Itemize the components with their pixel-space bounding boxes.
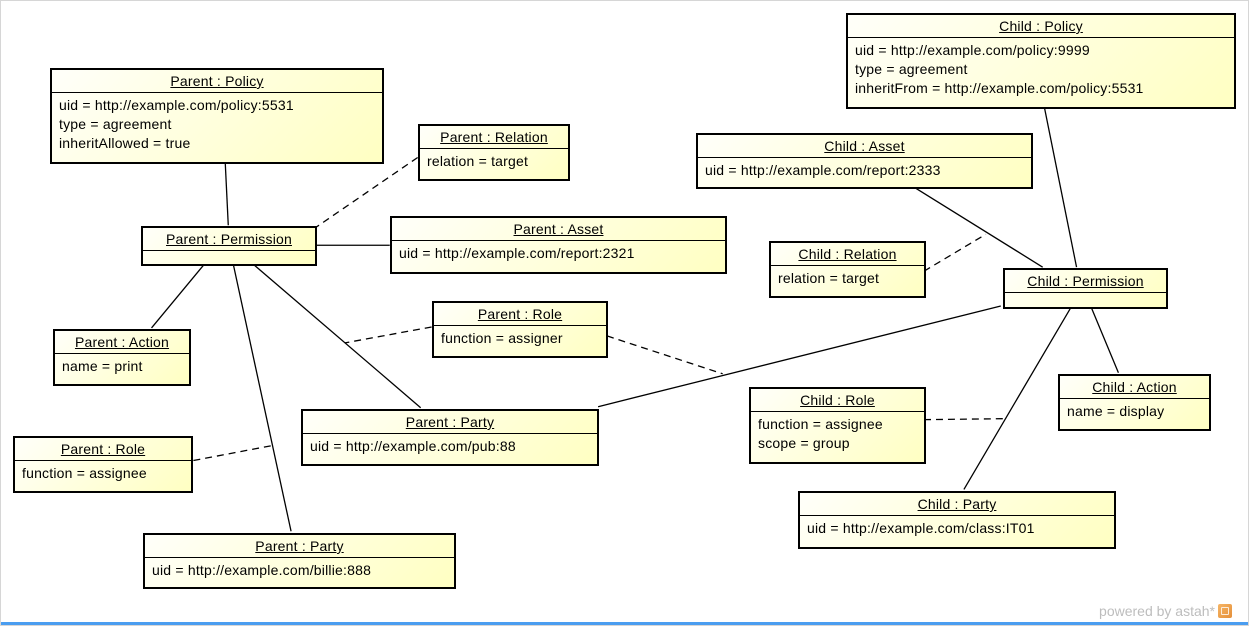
object-attributes: function = assignee scope = group [751,412,924,462]
attribute-value: function = assignee [22,465,147,481]
object-node-child-permission: Child : Permission [1003,268,1168,309]
attribute-value: scope = group [758,435,850,451]
attribute-value: relation = target [778,270,880,286]
edge-child-policy-to-child-permission [1044,108,1078,268]
object-attributes [143,251,315,264]
link-parent-role-assignee-to-billie-edge [193,444,273,462]
object-node-parent-party-pub: Parent : Party uid = http://example.com/p… [301,409,599,466]
object-title: Child : Asset [698,135,1031,158]
attribute-value: inheritAllowed = true [59,135,191,151]
object-attributes: uid = http://example.com/policy:5531 type… [52,93,382,162]
attribute-value: uid = http://example.com/pub:88 [310,438,516,454]
object-attributes: relation = target [420,149,568,179]
watermark-text: powered by astah* [1099,603,1215,619]
attribute-value: type = agreement [59,116,172,132]
edge-parent-party-pub-to-child-permission [597,305,1001,408]
object-node-parent-role-assigner: Parent : Role function = assigner [432,301,608,358]
object-node-child-asset: Child : Asset uid = http://example.com/re… [696,133,1033,189]
object-title: Child : Party [800,493,1114,516]
edge-parent-permission-to-parent-party-pub [252,263,422,409]
attribute-value: name = display [1067,403,1165,419]
attribute-value: uid = http://example.com/class:IT01 [807,520,1035,536]
attribute-value: type = agreement [855,61,968,77]
object-title: Parent : Party [303,411,597,434]
attribute-value: uid = http://example.com/report:2321 [399,245,635,261]
object-node-child-relation: Child : Relation relation = target [769,241,926,298]
object-node-parent-asset: Parent : Asset uid = http://example.com/r… [390,216,727,274]
link-child-relation-to-child-asset-edge [923,233,987,272]
link-parent-role-assigner-to-parent-party-edge [344,326,432,344]
edge-parent-permission-to-parent-action [151,263,205,329]
attribute-value: relation = target [427,153,529,169]
object-node-parent-action: Parent : Action name = print [53,329,191,386]
attribute-value: function = assignee [758,416,883,432]
edge-parent-policy-to-parent-permission [224,163,229,226]
object-attributes: relation = target [771,266,924,296]
object-title: Parent : Role [434,303,606,326]
attribute-value: uid = http://example.com/billie:888 [152,562,372,578]
object-title: Parent : Policy [52,70,382,93]
link-child-role-to-child-party-edge [924,418,1006,421]
object-title: Parent : Party [145,535,454,558]
object-attributes: uid = http://example.com/billie:888 [145,558,454,587]
object-node-parent-permission: Parent : Permission [141,226,317,266]
object-title: Parent : Role [15,438,191,461]
attribute-value: uid = http://example.com/policy:9999 [855,42,1090,58]
object-attributes: uid = http://example.com/pub:88 [303,434,597,464]
object-node-parent-party-billie: Parent : Party uid = http://example.com/b… [143,533,456,589]
link-parent-relation-to-parent-permission [315,156,419,228]
object-attributes: name = display [1060,399,1209,429]
astah-logo-icon [1218,604,1232,618]
watermark: powered by astah* [1099,603,1232,619]
object-attributes: name = print [55,354,189,384]
object-attributes: function = assigner [434,326,606,356]
object-title: Child : Policy [848,15,1234,38]
object-title: Child : Relation [771,243,924,266]
object-attributes: uid = http://example.com/report:2333 [698,158,1031,187]
object-attributes: uid = http://example.com/class:IT01 [800,516,1114,547]
object-title: Child : Permission [1005,270,1166,293]
object-title: Parent : Action [55,331,189,354]
object-node-child-role: Child : Role function = assignee scope = g… [749,387,926,464]
object-title: Parent : Asset [392,218,725,241]
link-parent-role-assigner-to-child-permission-edge [606,335,723,375]
object-attributes [1005,293,1166,307]
object-title: Parent : Relation [420,126,568,149]
object-node-child-action: Child : Action name = display [1058,374,1211,431]
object-attributes: function = assignee [15,461,191,491]
object-node-parent-role-assignee: Parent : Role function = assignee [13,436,193,493]
object-title: Child : Action [1060,376,1209,399]
edge-parent-permission-to-parent-party-billie [232,264,292,532]
edge-child-asset-to-child-permission [915,187,1044,268]
object-attributes: uid = http://example.com/report:2321 [392,241,725,272]
object-title: Child : Role [751,389,924,412]
object-node-parent-relation: Parent : Relation relation = target [418,124,570,181]
attribute-value: uid = http://example.com/report:2333 [705,162,941,178]
attribute-value: name = print [62,358,143,374]
attribute-value: function = assigner [441,330,563,346]
attribute-value: inheritFrom = http://example.com/policy:… [855,80,1144,96]
edge-child-permission-to-child-action [1090,307,1120,374]
attribute-value: uid = http://example.com/policy:5531 [59,97,294,113]
edge-child-permission-to-child-party [963,307,1072,490]
object-attributes: uid = http://example.com/policy:9999 type… [848,38,1234,107]
bottom-edge-strip [1,622,1248,625]
object-title: Parent : Permission [143,228,315,251]
object-node-child-party: Child : Party uid = http://example.com/cl… [798,491,1116,549]
